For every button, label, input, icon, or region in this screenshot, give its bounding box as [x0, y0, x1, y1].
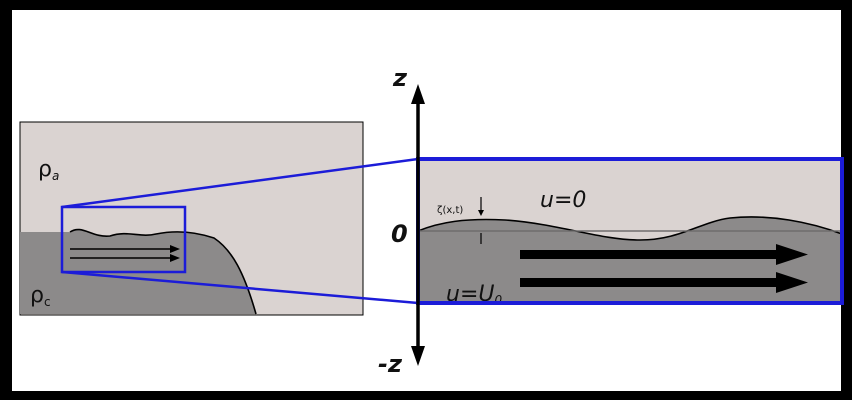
z-axis-arrowhead-down	[411, 346, 425, 366]
zoom-flow-arrow-lower	[520, 278, 778, 287]
overview-current-surface	[69, 228, 257, 315]
z-negative-label: -z	[378, 350, 403, 378]
zoom-flow-arrowhead-lower	[776, 272, 808, 293]
overview-zoom-box	[60, 205, 187, 274]
zeta-label: ζ(x,t)	[437, 205, 463, 216]
z-axis-arrowhead-up	[411, 84, 425, 104]
zoom-connector-bottom	[61, 270, 419, 305]
u-zero-label: u=0	[540, 188, 586, 213]
overview-flow-arrowhead-upper	[170, 245, 180, 253]
origin-label: 0	[391, 220, 408, 248]
zeta-marker-arrowhead	[478, 210, 484, 216]
zoom-connector-top	[61, 157, 419, 209]
overview-panel: ρa ρc	[19, 121, 364, 316]
rho-a-label: ρa	[38, 157, 59, 183]
rho-c-label: ρc	[30, 283, 51, 309]
z-axis: z -z 0	[378, 64, 425, 378]
zoom-flow-arrowhead-upper	[776, 244, 808, 265]
zoom-current-surface	[417, 216, 843, 241]
z-positive-label: z	[392, 64, 408, 92]
zoom-flow-arrow-upper	[520, 250, 778, 259]
overview-flow-arrowhead-lower	[170, 254, 180, 262]
zoomed-panel: ζ(x,t) u=0 u=U0	[416, 157, 844, 307]
